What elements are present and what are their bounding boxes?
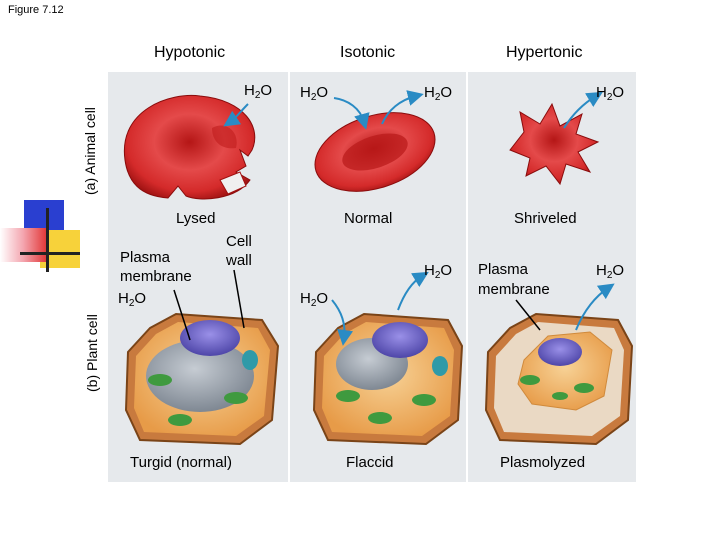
state-label-lysed: Lysed <box>176 210 216 227</box>
water-label: H2O <box>300 290 329 309</box>
water-label: H2O <box>118 290 147 309</box>
state-label-turgid: Turgid (normal) <box>130 454 232 471</box>
flaccid-plant-cell <box>312 312 464 446</box>
state-label-flaccid: Flaccid <box>346 454 394 471</box>
state-label-plasmolyzed: Plasmolyzed <box>500 454 586 471</box>
water-label: H2O <box>596 262 625 281</box>
water-arrows <box>223 90 615 346</box>
state-label-normal: Normal <box>344 210 393 227</box>
water-label: H2O <box>424 262 453 281</box>
column-title-hypotonic: Hypotonic <box>154 44 226 61</box>
normal-red-blood-cell <box>314 112 436 192</box>
plasma-membrane-label: Plasma membrane <box>120 249 192 285</box>
water-label: H2O <box>300 84 329 103</box>
column-title-hypertonic: Hypertonic <box>506 44 583 61</box>
pointer-lines <box>173 269 541 341</box>
shriveled-red-blood-cell <box>509 102 600 186</box>
water-label: H2O <box>424 84 453 103</box>
turgid-plant-cell <box>124 312 280 446</box>
plasma-membrane-label-hypertonic: Plasma membrane <box>478 261 550 298</box>
decorative-corner-blocks <box>0 198 80 278</box>
state-label-shriveled: Shriveled <box>514 210 577 227</box>
water-label: H2O <box>244 82 273 101</box>
figure-number: Figure 7.12 <box>8 4 64 16</box>
cell-wall-label: Cell wall <box>226 233 252 269</box>
lysed-red-blood-cell <box>123 94 256 200</box>
column-title-isotonic: Isotonic <box>340 44 396 61</box>
water-label: H2O <box>596 84 625 103</box>
plasmolyzed-plant-cell <box>484 312 634 446</box>
